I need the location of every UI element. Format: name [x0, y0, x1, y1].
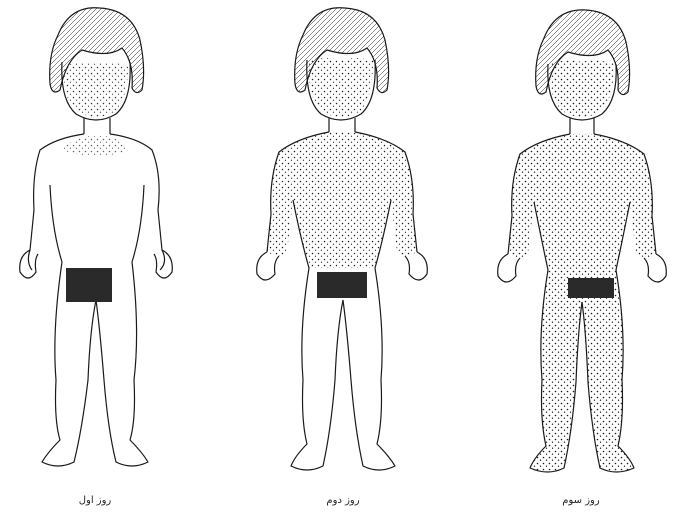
censor-box — [317, 272, 367, 298]
child-drawing-day-1 — [0, 0, 190, 490]
caption-day-3: روز سوم — [521, 495, 641, 506]
child-drawing-day-3 — [488, 0, 674, 490]
censor-box — [568, 278, 614, 298]
child-figure-day-3 — [488, 0, 674, 490]
caption-day-2: روز دوم — [283, 495, 403, 506]
censor-box — [66, 268, 112, 302]
child-figure-day-2 — [245, 0, 435, 490]
caption-day-1: روز اول — [35, 495, 155, 506]
child-drawing-day-2 — [245, 0, 435, 490]
child-figure-day-1 — [0, 0, 190, 490]
